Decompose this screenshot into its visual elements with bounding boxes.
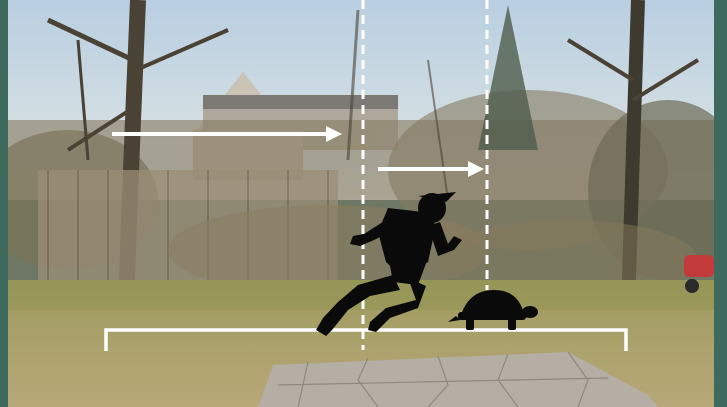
red-object (684, 255, 714, 277)
scene (8, 0, 714, 407)
scene-illustration (8, 0, 714, 407)
